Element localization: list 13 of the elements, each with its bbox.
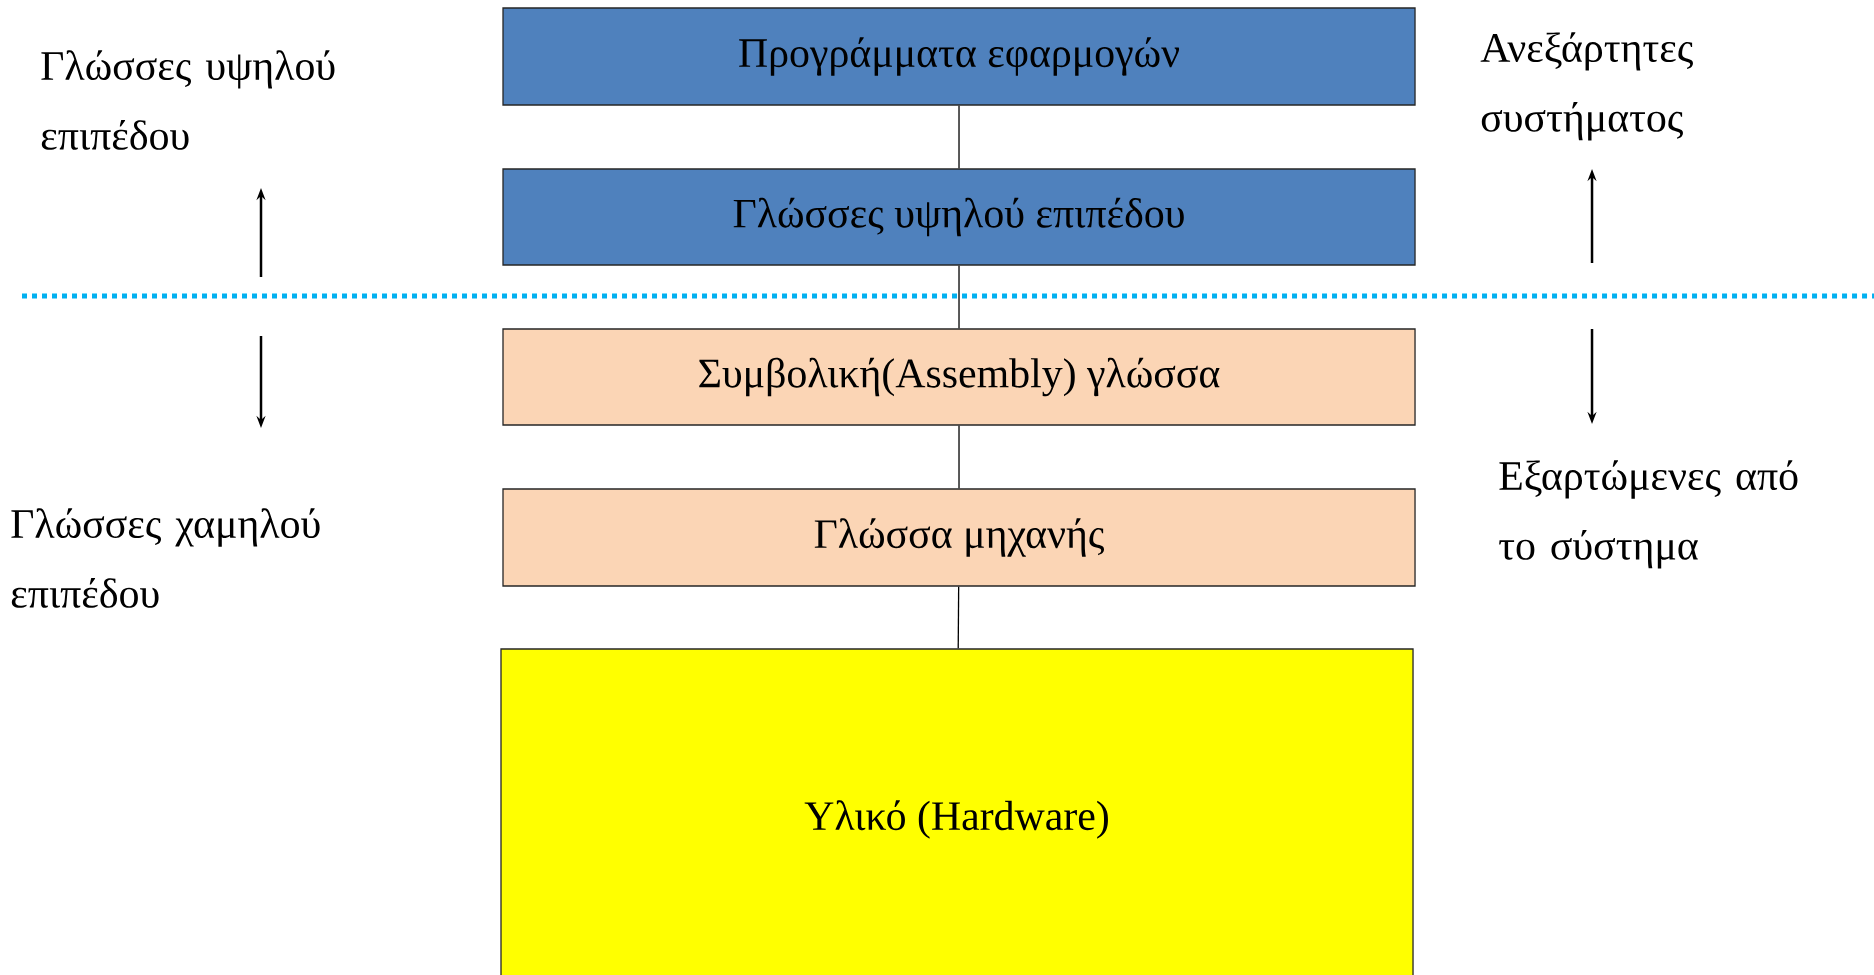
side-label: Εξαρτώμενες από το σύστημα	[1499, 460, 1798, 569]
layer-box: Προγράμματα εφαρμογών	[502, 7, 1416, 106]
connector-line	[958, 425, 960, 489]
side-label: Ανεξάρτητες συστήματος	[1480, 32, 1693, 141]
layer-box: Συμβολική(Assembly) γλώσσα	[502, 328, 1416, 426]
connector-line	[958, 265, 960, 329]
connector-line	[957, 586, 960, 649]
side-label: Γλώσσες χαμηλού επιπέδου	[11, 508, 320, 608]
connector-line	[958, 105, 960, 169]
layer-box: Γλώσσα μηχανής	[502, 488, 1416, 587]
side-label: Γλώσσες υψηλού επιπέδου	[41, 50, 335, 150]
layer-box: Υλικό (Hardware)	[500, 648, 1414, 975]
layer-box: Γλώσσες υψηλού επιπέδου	[502, 168, 1416, 266]
